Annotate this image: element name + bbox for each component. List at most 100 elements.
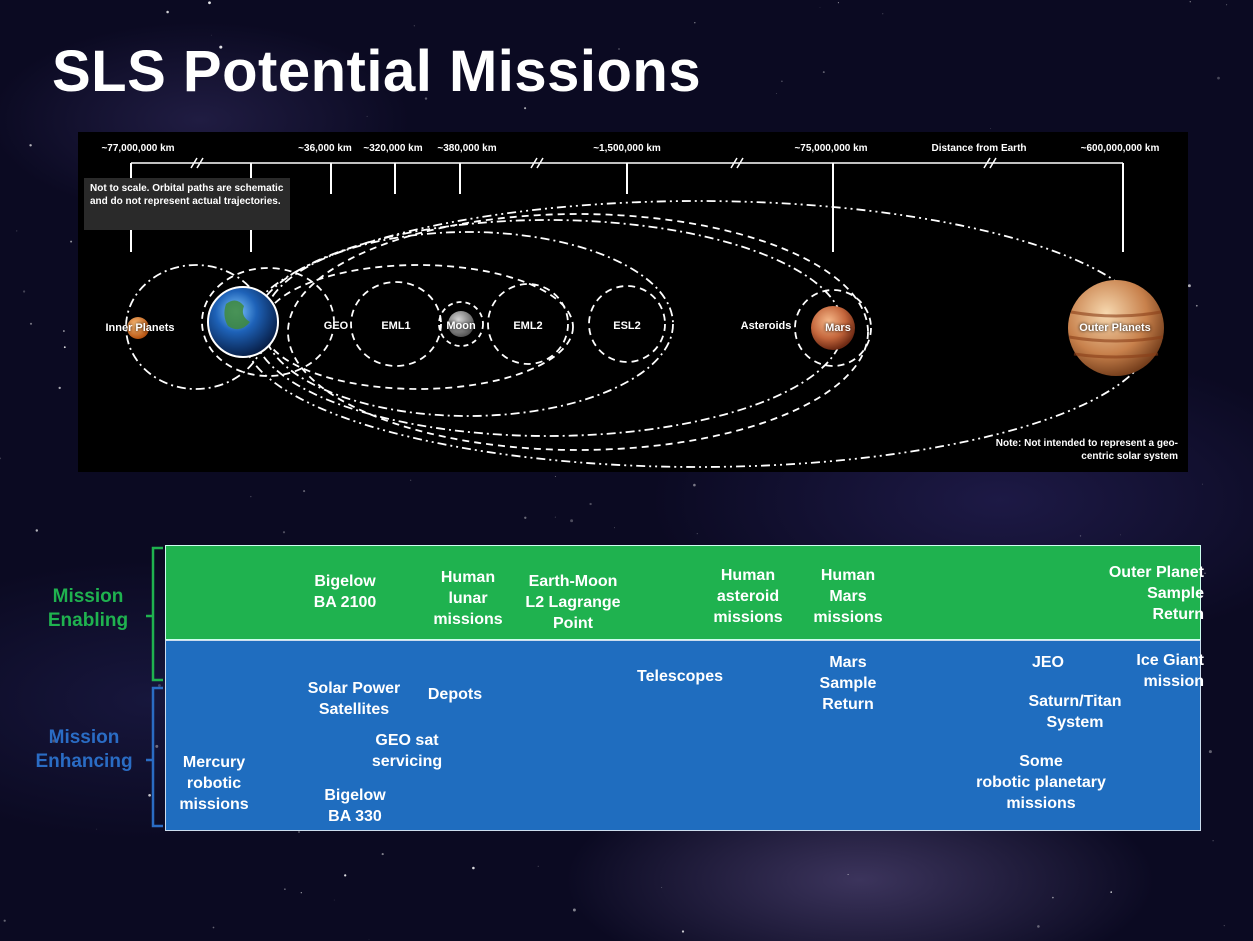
mission-geo-sat-servicing: GEO sat servicing bbox=[371, 732, 443, 770]
star bbox=[410, 479, 412, 481]
scale-break-marks bbox=[190, 157, 997, 169]
mission-human-asteroid: Human asteroid missions bbox=[713, 567, 783, 626]
star bbox=[344, 874, 347, 877]
star bbox=[157, 684, 161, 687]
jupiter-bands-icon bbox=[1068, 310, 1164, 359]
distance-label-eml1: ~320,000 km bbox=[363, 143, 423, 154]
star bbox=[822, 71, 825, 74]
jupiter-icon bbox=[1068, 280, 1164, 376]
star bbox=[781, 80, 783, 83]
label-inner-planets: Inner Planets bbox=[105, 322, 175, 334]
not-to-scale-note: Not to scale. Orbital paths are schemati… bbox=[84, 178, 290, 230]
star bbox=[1110, 891, 1112, 893]
mission-saturn-titan: Saturn/Titan System bbox=[1028, 693, 1122, 731]
star bbox=[250, 495, 252, 498]
star bbox=[618, 48, 620, 50]
star bbox=[475, 84, 478, 87]
label-mars: Mars bbox=[825, 322, 851, 334]
star bbox=[882, 13, 884, 15]
star bbox=[775, 93, 777, 95]
star bbox=[614, 527, 615, 529]
star bbox=[693, 483, 696, 487]
star bbox=[837, 2, 839, 4]
star bbox=[1195, 304, 1198, 307]
star bbox=[1119, 534, 1121, 536]
mission-enhancing-label: Mission Enhancing bbox=[35, 727, 133, 772]
star bbox=[381, 853, 384, 856]
star bbox=[0, 457, 2, 460]
mission-enabling-band bbox=[165, 545, 1201, 640]
star bbox=[1226, 4, 1228, 6]
mission-mars-sample-return: Mars Sample Return bbox=[819, 654, 877, 713]
star bbox=[990, 128, 992, 130]
star bbox=[554, 516, 556, 518]
star bbox=[16, 230, 18, 232]
mission-ice-giant: Ice Giant mission bbox=[1136, 652, 1204, 690]
star bbox=[303, 490, 306, 493]
star bbox=[661, 887, 663, 888]
star bbox=[554, 476, 556, 477]
mission-human-lunar: Human lunar missions bbox=[433, 569, 503, 628]
distance-label-moon: ~380,000 km bbox=[437, 143, 497, 154]
mission-some-robotic-planetary: Some robotic planetary missions bbox=[976, 753, 1106, 812]
mission-telescopes: Telescopes bbox=[637, 668, 723, 685]
star bbox=[282, 531, 286, 534]
label-asteroids: Asteroids bbox=[740, 320, 792, 332]
distance-label-mars: ~75,000,000 km bbox=[794, 143, 868, 154]
star bbox=[1052, 896, 1054, 899]
moon-icon bbox=[448, 311, 474, 337]
label-eml2: EML2 bbox=[513, 320, 543, 332]
star bbox=[524, 107, 527, 110]
star bbox=[681, 930, 685, 933]
star bbox=[96, 828, 98, 830]
star bbox=[210, 34, 212, 36]
star bbox=[572, 908, 576, 912]
slide-title: SLS Potential Missions bbox=[52, 39, 702, 104]
star bbox=[208, 1, 211, 5]
label-geo: GEO bbox=[323, 320, 349, 332]
star bbox=[1037, 925, 1040, 928]
star bbox=[366, 115, 368, 117]
star bbox=[29, 322, 33, 325]
star bbox=[368, 939, 370, 941]
distance-label-inner: ~77,000,000 km bbox=[101, 143, 175, 154]
star bbox=[1217, 76, 1220, 80]
enhancing-bracket bbox=[146, 686, 163, 828]
mission-solar-power-satellites: Solar Power Satellites bbox=[307, 680, 401, 718]
star bbox=[52, 739, 56, 743]
star bbox=[155, 744, 159, 748]
star bbox=[1187, 284, 1191, 288]
geocentric-note: Note: Not intended to represent a geo-ce… bbox=[995, 438, 1178, 462]
distance-label-geo: ~36,000 km bbox=[298, 143, 352, 154]
orbit-diagram-graphic bbox=[125, 157, 1164, 468]
star bbox=[1079, 535, 1082, 537]
mars-icon bbox=[811, 306, 855, 350]
star bbox=[63, 330, 65, 332]
star bbox=[696, 533, 698, 535]
mission-depots: Depots bbox=[427, 686, 483, 703]
star bbox=[694, 21, 696, 24]
star bbox=[413, 25, 415, 27]
mission-bigelow-ba2100: Bigelow BA 2100 bbox=[313, 573, 377, 611]
earth-landmass-icon bbox=[224, 300, 250, 330]
distance-axis-caption: Distance from Earth bbox=[931, 143, 1027, 154]
star bbox=[212, 926, 215, 929]
star bbox=[1212, 840, 1214, 842]
star bbox=[1201, 483, 1203, 485]
distance-label-esl2: ~1,500,000 km bbox=[593, 143, 661, 154]
label-moon: Moon bbox=[446, 320, 476, 332]
star bbox=[300, 892, 302, 894]
mission-earth-moon-l2: Earth-Moon L2 Lagrange Point bbox=[525, 573, 621, 632]
inner-planets-icon bbox=[127, 317, 149, 339]
star bbox=[1208, 750, 1212, 754]
star bbox=[819, 6, 821, 8]
mission-jeo: JEO bbox=[1031, 654, 1064, 671]
star bbox=[847, 873, 849, 876]
star bbox=[35, 529, 39, 532]
star bbox=[23, 290, 26, 293]
star bbox=[589, 502, 592, 506]
star bbox=[1204, 572, 1206, 575]
star bbox=[29, 144, 32, 147]
star bbox=[570, 519, 574, 523]
